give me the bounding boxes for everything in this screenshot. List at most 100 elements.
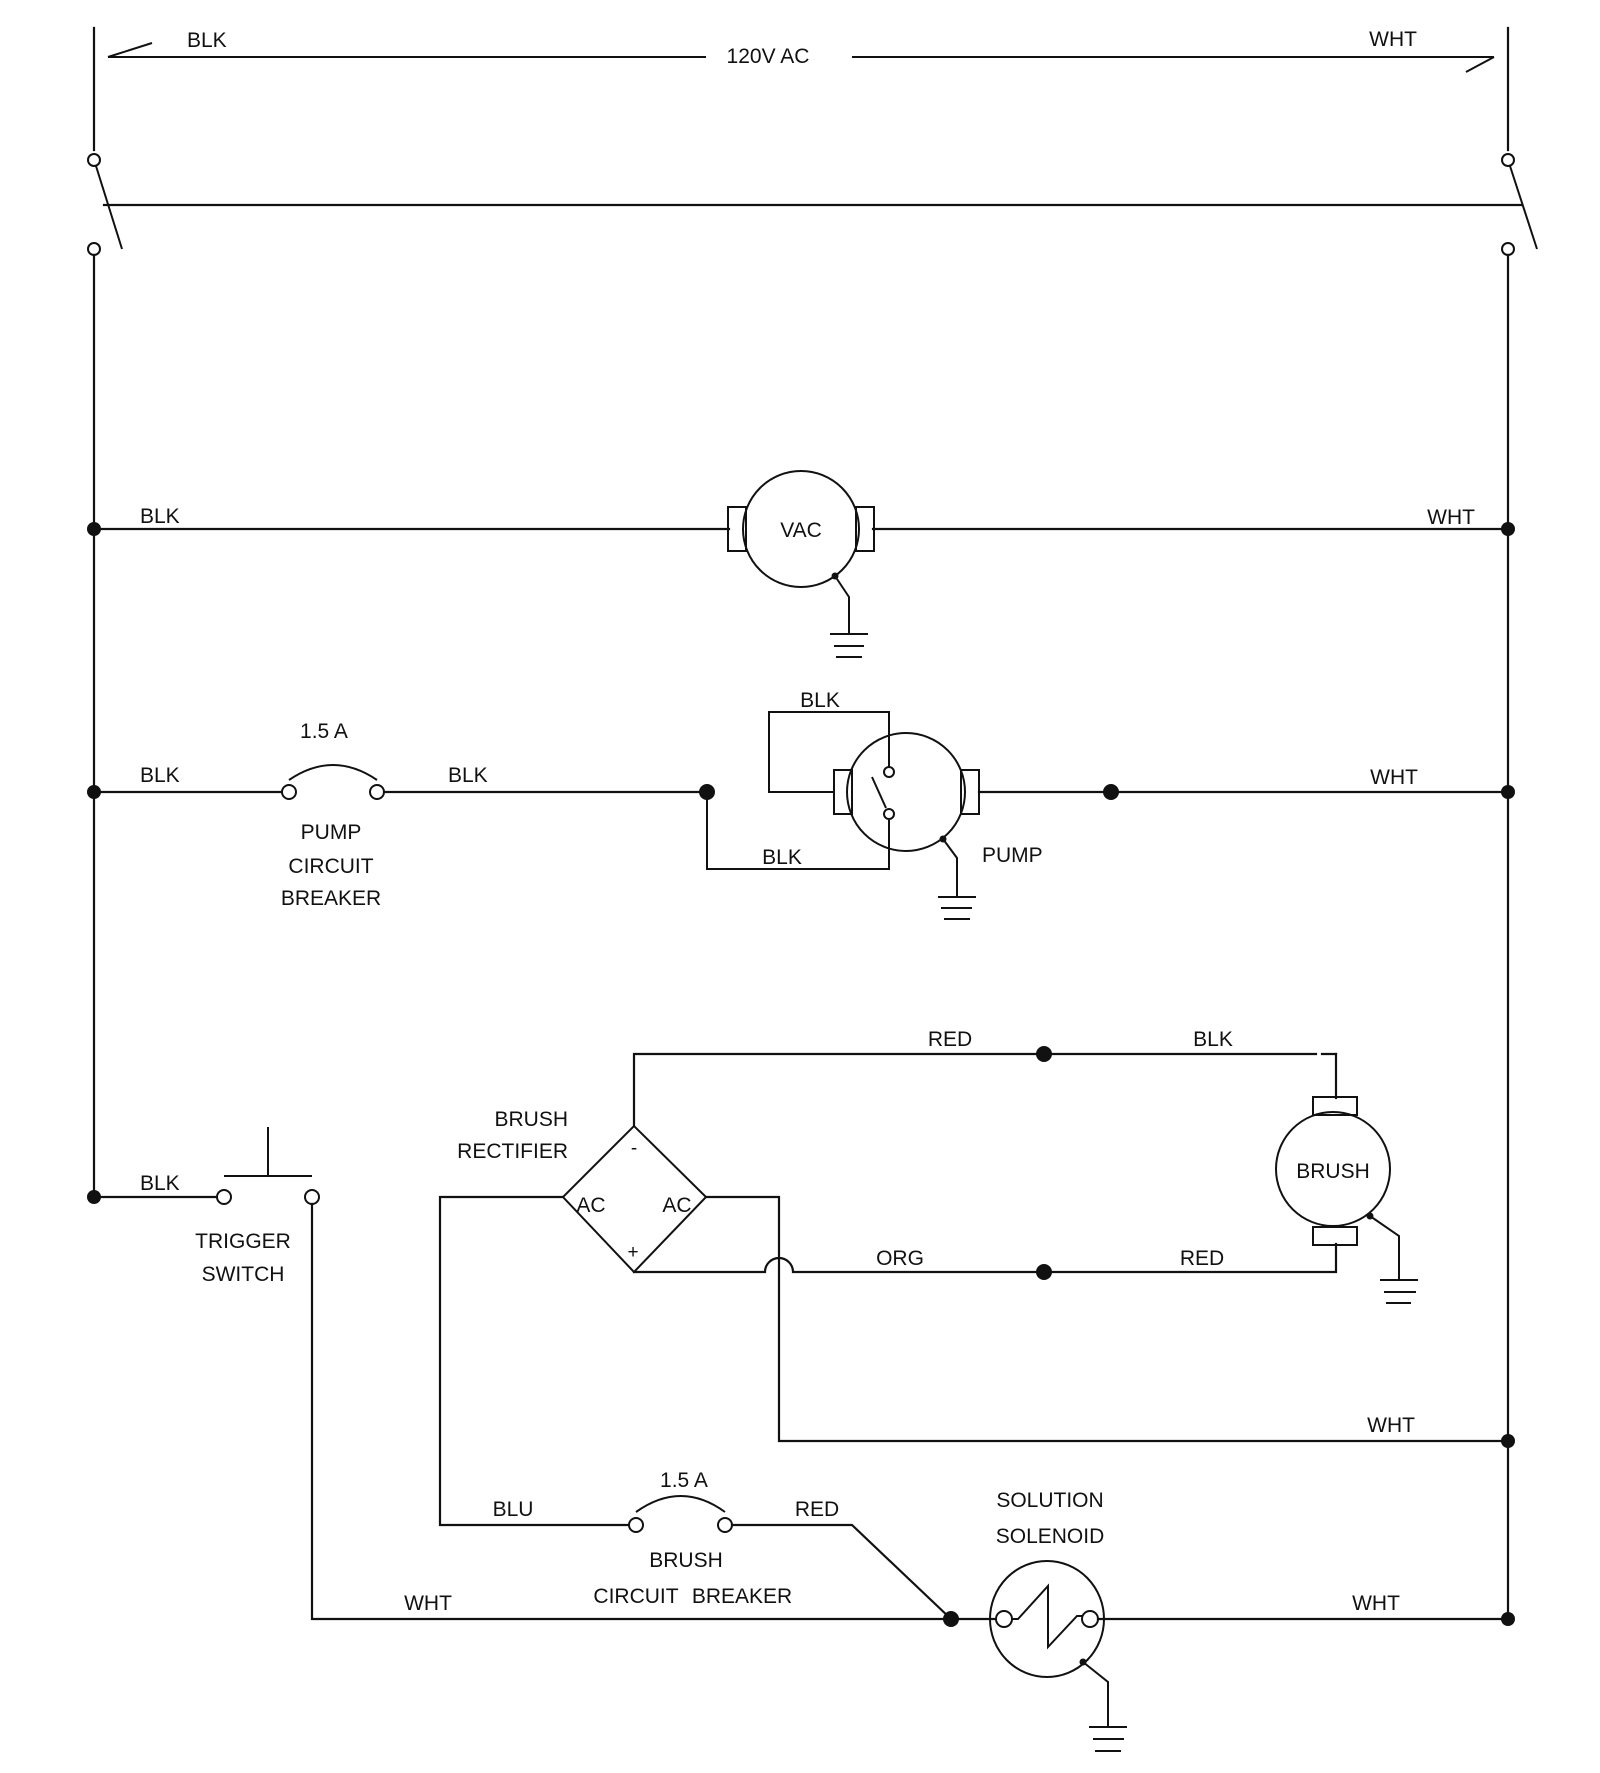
solenoid-terminal-left — [995, 1610, 1013, 1628]
trigger-output-wire-label: WHT — [404, 1592, 452, 1615]
pump-pressure-switch-blade — [871, 776, 887, 809]
pump-input-wire-label: BLK — [140, 764, 180, 787]
arrow-right-icon — [1465, 56, 1495, 73]
brush-circuit: RED BLK - + AC AC BRUSH RECTIFIER ORG RE… — [457, 1028, 1515, 1448]
rectifier-pos-terminal: + — [627, 1242, 638, 1263]
brush-motor-body — [1275, 1111, 1391, 1227]
pump-switch-contact-bottom — [883, 808, 895, 820]
trigger-switch[interactable]: TRIGGER SWITCH — [195, 1127, 320, 1286]
pump-circuit-breaker[interactable]: 1.5 A PUMP CIRCUIT BREAKER — [281, 720, 385, 910]
trigger-output-wire — [310, 1202, 953, 1621]
rectifier-ac-left-wire — [438, 1195, 632, 1527]
solenoid-circuit: SOLUTION SOLENOID WHT — [943, 1489, 1515, 1752]
solenoid-label-line2: SOLENOID — [996, 1525, 1105, 1548]
brush-motor-label: BRUSH — [1296, 1160, 1370, 1183]
brush-motor[interactable]: BRUSH — [1275, 1096, 1391, 1246]
vac-left-wire-label: BLK — [140, 505, 180, 528]
rectifier-return-wire-label: WHT — [1367, 1414, 1415, 1437]
pump-right-wire-label: WHT — [1370, 766, 1418, 789]
breaker-arc — [288, 764, 378, 781]
pump-breaker-out-wire-label: BLK — [448, 764, 488, 787]
junction-dot — [87, 522, 101, 536]
rectifier-ac-right-terminal: AC — [662, 1194, 691, 1217]
vac-label: VAC — [780, 519, 822, 542]
brush-breaker-left-wire-label: BLU — [493, 1498, 534, 1521]
pump-motor[interactable]: PUMP — [833, 732, 1043, 867]
supply-left-wire-label: BLK — [187, 29, 227, 52]
vac-circuit: BLK WHT VAC — [87, 470, 1515, 658]
solenoid-right-wire-label: WHT — [1352, 1592, 1400, 1615]
vac-motor-body — [742, 470, 860, 588]
supply-right-wire-label: WHT — [1369, 28, 1417, 51]
pump-breaker-rating: 1.5 A — [300, 720, 348, 743]
brush-top-wire-left-label: RED — [928, 1028, 972, 1051]
brush-breaker-label-line2: CIRCUIT — [593, 1585, 678, 1608]
pump-breaker-label-line2: CIRCUIT — [288, 855, 373, 878]
vac-terminal-right — [855, 506, 875, 552]
pump-loop-top-wire — [768, 711, 890, 793]
vac-right-wire-label: WHT — [1427, 506, 1475, 529]
junction-dot — [87, 1190, 101, 1204]
switch-contact-right-bottom — [1501, 242, 1515, 256]
switch-contact-right-top — [1501, 153, 1515, 167]
solution-solenoid[interactable]: SOLUTION SOLENOID — [989, 1489, 1105, 1678]
junction-dot — [1501, 1434, 1515, 1448]
brush-bottom-wire-right-label: RED — [1180, 1247, 1224, 1270]
breaker-contact-left — [628, 1517, 644, 1533]
brush-terminal-top — [1312, 1096, 1358, 1116]
power-supply: BLK 120V AC WHT — [92, 26, 1510, 152]
brush-terminal-bottom — [1312, 1226, 1358, 1246]
rectifier-label-line2: RECTIFIER — [457, 1140, 568, 1163]
breaker-contact-right — [717, 1517, 733, 1533]
brush-rectifier[interactable]: - + AC AC BRUSH RECTIFIER — [457, 1108, 708, 1274]
junction-dot — [1103, 784, 1119, 800]
pump-switch-contact-top — [883, 766, 895, 778]
junction-dot — [1501, 522, 1515, 536]
brush-breaker-right-wire-label: RED — [795, 1498, 839, 1521]
trigger-contact-left — [216, 1189, 232, 1205]
ground-icon — [938, 835, 976, 920]
brush-breaker-circuit: BLU 1.5 A BRUSH CIRCUIT BREAKER RED — [438, 1195, 953, 1621]
switch-blade-left — [95, 165, 123, 250]
vac-motor[interactable]: VAC — [727, 470, 875, 588]
arrow-left-icon — [107, 42, 153, 58]
brush-breaker-label-line1: BRUSH — [649, 1549, 723, 1572]
pump-breaker-label-line1: PUMP — [301, 821, 362, 844]
rectifier-ac-left-terminal: AC — [576, 1194, 605, 1217]
trigger-label-line1: TRIGGER — [195, 1230, 291, 1253]
main-switch[interactable] — [87, 153, 1538, 256]
brush-breaker-label-line3: BREAKER — [692, 1585, 792, 1608]
trigger-circuit: BLK TRIGGER SWITCH WHT — [87, 1127, 953, 1621]
rectifier-ac-return-wire — [704, 1195, 1510, 1443]
breaker-contact-left — [281, 784, 297, 800]
pump-loop-bottom-wire-label: BLK — [762, 846, 802, 869]
rectifier-neg-wire — [632, 1052, 1318, 1128]
switch-contact-left-top — [87, 153, 101, 167]
junction-dot — [1501, 1612, 1515, 1626]
junction-dot — [1036, 1264, 1052, 1280]
brush-breaker-out-wire — [730, 1523, 953, 1621]
ground-icon — [830, 572, 868, 658]
rectifier-neg-terminal: - — [631, 1138, 637, 1159]
brush-circuit-breaker[interactable]: 1.5 A BRUSH CIRCUIT BREAKER — [593, 1469, 792, 1608]
brush-bottom-wire-left-label: ORG — [876, 1247, 924, 1270]
ground-icon — [1079, 1658, 1127, 1752]
brush-top-wire-right-label: BLK — [1193, 1028, 1233, 1051]
pump-motor-body — [846, 732, 966, 852]
rectifier-label-line1: BRUSH — [494, 1108, 568, 1131]
pump-loop-top-wire-label: BLK — [800, 689, 840, 712]
pump-breaker-label-line3: BREAKER — [281, 887, 381, 910]
trigger-input-wire-label: BLK — [140, 1172, 180, 1195]
vac-terminal-left — [727, 506, 747, 552]
supply-voltage-label: 120V AC — [727, 45, 810, 68]
trigger-contact-right — [304, 1189, 320, 1205]
pump-circuit: BLK 1.5 A PUMP CIRCUIT BREAKER BLK BLK B… — [87, 689, 1515, 920]
switch-blade-right — [1509, 165, 1538, 250]
breaker-arc — [635, 1495, 726, 1513]
pump-label: PUMP — [982, 844, 1043, 867]
brush-breaker-rating: 1.5 A — [660, 1469, 708, 1492]
rectifier-pos-wire — [632, 1242, 1338, 1274]
ground-icon — [1366, 1212, 1418, 1304]
switch-contact-left-bottom — [87, 242, 101, 256]
